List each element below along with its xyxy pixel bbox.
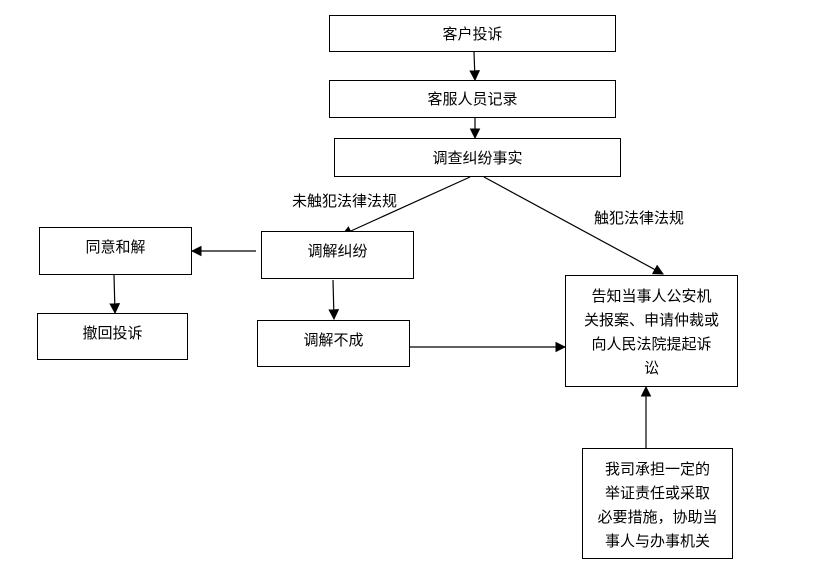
notify-line: 向人民法院提起诉 xyxy=(591,335,712,353)
node-agree-settle: 同意和解 xyxy=(39,227,192,275)
notify-line: 讼 xyxy=(643,359,659,377)
arrow-investigate-to-notify xyxy=(483,176,664,275)
assist-line: 必要措施，协助当 xyxy=(597,508,718,526)
node-investigate-dispute: 调查纠纷事实 xyxy=(334,138,621,177)
node-customer-complaint: 客户投诉 xyxy=(329,15,616,52)
node-withdraw-complaint: 撤回投诉 xyxy=(37,313,188,360)
assist-line: 事人与办事机关 xyxy=(604,532,710,550)
node-service-record-label: 客服人员记录 xyxy=(427,90,518,108)
node-customer-complaint-label: 客户投诉 xyxy=(442,24,503,43)
node-mediation-failed-label: 调解不成 xyxy=(303,331,364,349)
notify-line: 关报案、申请仲裁或 xyxy=(583,311,719,329)
edge-label-violation: 触犯法律法规 xyxy=(594,209,685,227)
arrow-mediate-to-failed xyxy=(328,279,340,321)
node-service-record: 客服人员记录 xyxy=(329,80,616,118)
node-agree-settle-label: 同意和解 xyxy=(85,238,146,256)
node-withdraw-complaint-label: 撤回投诉 xyxy=(82,324,143,342)
node-mediation-failed: 调解不成 xyxy=(257,320,410,367)
node-company-assistance: 我司承担一定的 举证责任或采取 必要措施，协助当 事人与办事机关 xyxy=(582,448,733,559)
node-mediate-dispute: 调解纠纷 xyxy=(261,231,414,279)
arrow-complaint-to-record xyxy=(469,51,481,82)
node-notify-authorities: 告知当事人公安机 关报案、申请仲裁或 向人民法院提起诉 讼 xyxy=(565,275,738,387)
node-investigate-dispute-label: 调查纠纷事实 xyxy=(432,148,523,167)
arrow-investigate-to-mediate xyxy=(341,176,471,236)
notify-line: 告知当事人公安机 xyxy=(591,287,712,305)
edge-label-no-violation: 未触犯法律法规 xyxy=(292,192,398,210)
node-mediate-dispute-label: 调解纠纷 xyxy=(307,242,368,260)
assist-line: 举证责任或采取 xyxy=(604,484,710,502)
arrow-agree-to-withdraw xyxy=(109,274,121,315)
assist-line: 我司承担一定的 xyxy=(604,460,710,478)
